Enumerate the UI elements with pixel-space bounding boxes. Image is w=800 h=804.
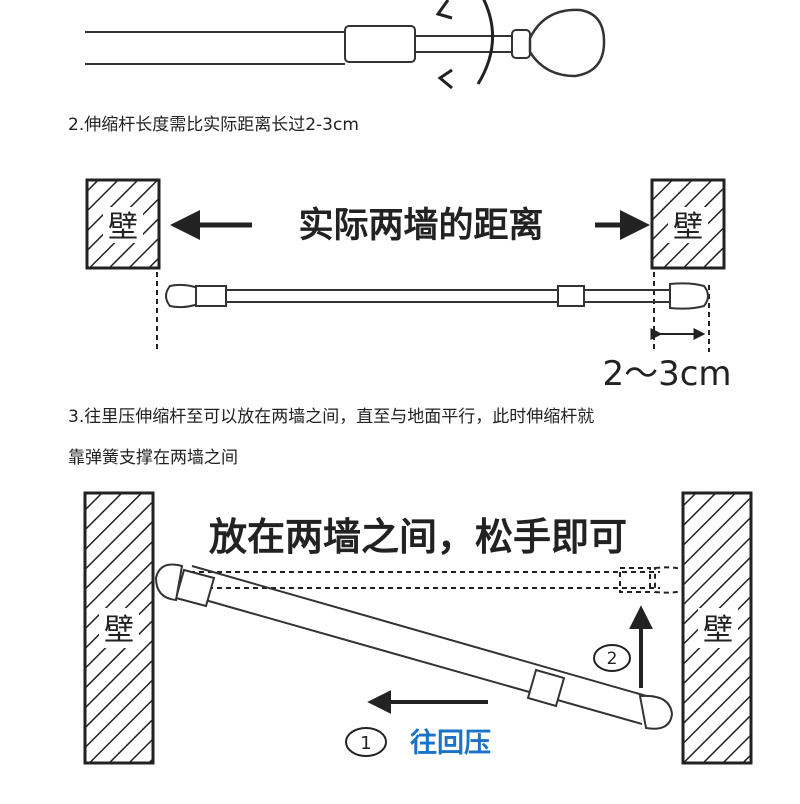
- step-3-caption-line-1: 3.往里压伸缩杆至可以放在两墙之间，直至与地面平行，此时伸缩杆就: [68, 407, 595, 427]
- instruction-text: 放在两墙之间，松手即可: [209, 515, 627, 559]
- tension-rod-tilted: [154, 563, 674, 730]
- step1-marker: [345, 727, 387, 757]
- figure-2: 壁 壁 实际两墙的距离 2～3cm: [85, 178, 732, 394]
- step2-number: 2: [607, 649, 618, 669]
- figure-1-rod-end: [85, 0, 606, 90]
- step1-number: 1: [360, 733, 371, 754]
- wall-label-left-figure-3: 壁: [104, 613, 134, 648]
- step-2-caption: 2.伸缩杆长度需比实际距离长过2-3cm: [68, 115, 359, 135]
- target-rod-position: [190, 566, 684, 594]
- figure-3: 壁 壁 放在两墙之间，松手即可 1 往回压 2: [83, 491, 753, 765]
- push-back-label: 往回压: [410, 727, 491, 759]
- wall-label-left: 壁: [108, 210, 138, 245]
- step-3-caption-line-2: 靠弹簧支撑在两墙之间: [68, 448, 238, 468]
- tension-rod-figure-2: [165, 282, 709, 310]
- extra-length-label: 2～3cm: [602, 354, 731, 394]
- wall-label-right: 壁: [673, 210, 703, 245]
- wall-label-right-figure-3: 壁: [703, 613, 733, 648]
- distance-label: 实际两墙的距离: [298, 205, 543, 246]
- step2-marker: [593, 644, 631, 672]
